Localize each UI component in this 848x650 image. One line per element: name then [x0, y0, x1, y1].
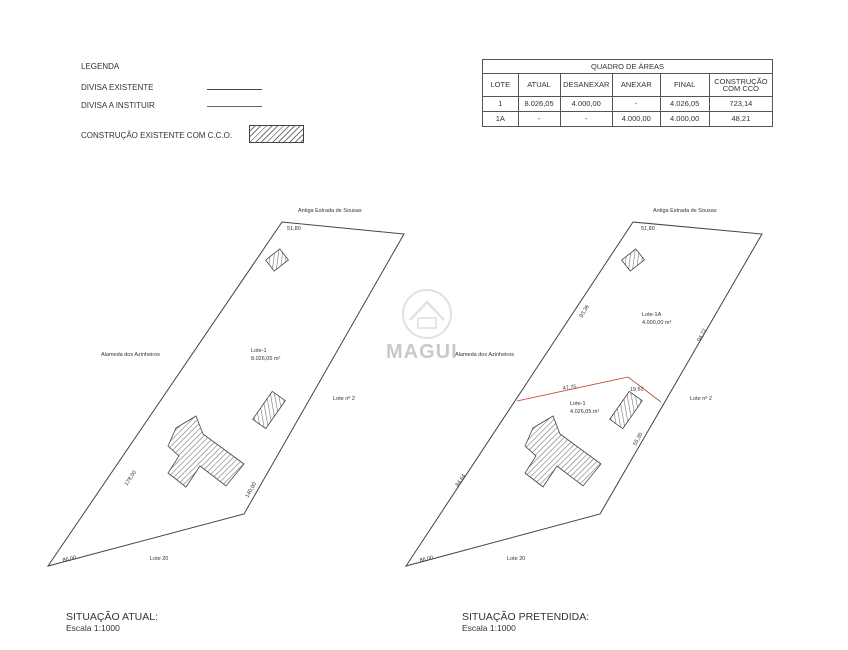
neighbor-bottom-label: Lote 20: [507, 556, 525, 562]
lot-name: Lote-1: [570, 401, 586, 407]
neighbor-right-label: Lote nº 2: [333, 395, 355, 402]
table-cell: 4.000,00: [559, 96, 613, 112]
col-header-desanexar: DESANEXAR: [559, 73, 613, 97]
dim-right: 140,00: [245, 481, 259, 499]
lot-a-name: Lote-1A: [642, 312, 662, 318]
lot-area: 4.026,05 m²: [570, 409, 600, 415]
proposed-situation-scale: Escala 1:1000: [462, 623, 516, 633]
lot-area: 8.026,05 m²: [251, 356, 281, 362]
legend-title: LEGENDA: [81, 62, 120, 71]
dim-left-lower: 84,64: [455, 473, 468, 488]
shed-building: [609, 390, 643, 430]
plan-proposed: Antiga Estrada de Sousas Alameda dos Azi…: [404, 208, 763, 567]
division-line: [516, 376, 662, 403]
current-situation-title: SITUAÇÃO ATUAL:: [66, 611, 158, 623]
main-house: [524, 415, 602, 488]
road-left-label: Alameda dos Azinheiros: [455, 352, 514, 358]
small-building: [621, 248, 645, 272]
neighbor-right-label: Lote nº 2: [690, 395, 712, 402]
legend-existing-boundary-label: DIVISA EXISTENTE: [81, 83, 154, 92]
lot-boundary: [404, 221, 763, 567]
watermark-text: MAGUI: [386, 341, 458, 363]
legend-new-boundary-line: [207, 106, 262, 107]
lot-boundary: [46, 221, 405, 567]
small-building: [265, 248, 289, 272]
dim-top: 51,80: [641, 226, 655, 232]
main-house: [167, 415, 245, 488]
areas-table: QUADRO DE ÁREAS LOTE ATUAL DESANEXAR ANE…: [482, 59, 774, 127]
table-cell: -: [517, 111, 561, 127]
proposed-situation-title: SITUAÇÃO PRETENDIDA:: [462, 611, 590, 623]
legend-construction-label: CONSTRUÇÃO EXISTENTE COM C.C.O.: [81, 131, 233, 140]
legend-new-boundary-label: DIVISA A INSTITUIR: [81, 101, 155, 110]
dim-bottom: 86,00: [62, 555, 77, 564]
legend-existing-boundary-line: [207, 89, 262, 90]
dim-division-right: 19,62: [630, 386, 644, 393]
col-header-lote: LOTE: [482, 73, 519, 97]
dim-top: 51,80: [287, 226, 301, 232]
lot-name: Lote-1: [251, 348, 267, 354]
plan-current: Antiga Estrada de Sousas Alameda dos Azi…: [46, 208, 405, 567]
legend-hatch-swatch: [249, 125, 304, 143]
road-top-label: Antiga Estrada de Sousas: [653, 208, 717, 214]
dim-right-lower: 55,36: [632, 432, 644, 447]
dim-left: 178,00: [124, 470, 138, 487]
dim-division-left: 47,75: [562, 384, 576, 392]
road-top-label: Antiga Estrada de Sousas: [298, 208, 362, 214]
dim-bottom: 86,00: [419, 555, 434, 564]
table-cell: 4.000,00: [659, 111, 710, 127]
shed-building: [252, 390, 286, 430]
neighbor-bottom-label: Lote 20: [150, 556, 168, 562]
col-header-final: FINAL: [659, 73, 710, 97]
dim-left-upper: 93,36: [579, 304, 591, 319]
road-left-label: Alameda dos Azinheiros: [101, 352, 160, 358]
table-row: 1A - - 4.000,00 4.000,00 48,21: [482, 111, 774, 127]
house-logo-icon: [402, 289, 452, 339]
table-cell: 48,21: [708, 111, 774, 127]
current-situation-scale: Escala 1:1000: [66, 623, 120, 633]
lot-a-area: 4.000,00 m²: [642, 320, 672, 326]
dim-right-upper: 94,72: [696, 328, 708, 343]
table-cell: -: [559, 111, 613, 127]
